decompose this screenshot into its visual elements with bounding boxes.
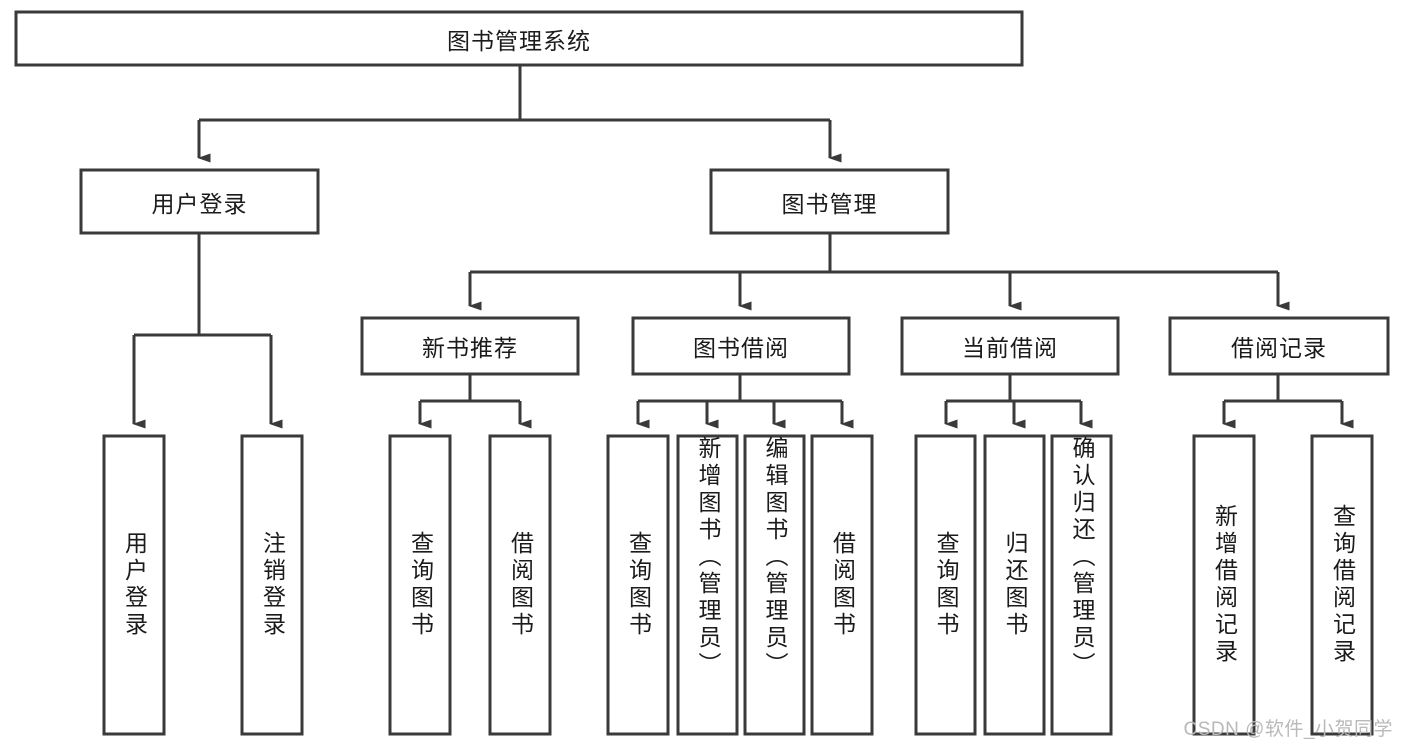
- connector-root-to-level2: [197, 65, 842, 163]
- node-book-manage[interactable]: [709, 168, 950, 235]
- connector-borrowrecord-to-leaves: [1222, 374, 1354, 429]
- connector-newbook-to-leaves: [418, 374, 532, 429]
- node-leaf-query-book-1[interactable]: [388, 434, 452, 736]
- node-leaf-edit-book[interactable]: [743, 434, 806, 736]
- connector-bookmanage-to-level3: [468, 233, 1290, 311]
- node-leaf-borrow-book-1[interactable]: [488, 434, 552, 736]
- node-leaf-query-book-3[interactable]: [914, 434, 977, 736]
- connector-bookborrow-to-leaves: [636, 374, 854, 429]
- node-leaf-logout-login[interactable]: [240, 434, 304, 736]
- node-leaf-add-record[interactable]: [1192, 434, 1256, 736]
- node-leaf-add-book[interactable]: [676, 434, 739, 736]
- node-user-login[interactable]: [79, 168, 320, 235]
- node-current-borrow[interactable]: [900, 316, 1120, 376]
- connector-currentborrow-to-leaves: [944, 374, 1093, 429]
- node-leaf-borrow-book-2[interactable]: [810, 434, 874, 736]
- node-leaf-confirm-return[interactable]: [1050, 434, 1113, 736]
- connector-userlogin-to-leaves: [132, 233, 283, 429]
- node-root[interactable]: [14, 10, 1024, 67]
- watermark-text: CSDN @软件_小贺同学: [1183, 719, 1393, 740]
- node-leaf-query-record[interactable]: [1310, 434, 1374, 736]
- node-new-book-recommend[interactable]: [360, 316, 580, 376]
- node-leaf-query-book-2[interactable]: [606, 434, 670, 736]
- node-leaf-user-login[interactable]: [102, 434, 166, 736]
- node-leaf-return-book[interactable]: [983, 434, 1046, 736]
- node-borrow-record[interactable]: [1168, 316, 1390, 376]
- node-book-borrow[interactable]: [631, 316, 851, 376]
